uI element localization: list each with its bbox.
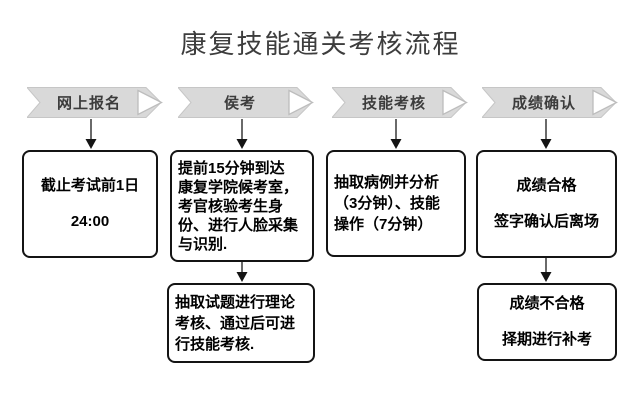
banner-skill-assessment: 技能考核: [332, 87, 472, 119]
box-waiting-room-checkin: 提前15分钟到达 康复学院候考室， 考官核验考生身 份、进行人脸采集 与识别.: [170, 150, 314, 262]
down-arrow-icon: [236, 262, 248, 282]
banner-label: 技能考核: [361, 95, 426, 112]
box-score-pass: 成绩合格 签字确认后离场: [476, 150, 617, 258]
chevron-banner-icon: [27, 87, 163, 118]
chevron-banner-icon: [178, 87, 314, 118]
chevron-tip-icon: [137, 89, 163, 116]
chevron-banner-icon: [332, 87, 468, 118]
page-title: 康复技能通关考核流程: [180, 30, 461, 59]
banner-waiting: 侯考: [178, 87, 318, 119]
down-arrow-icon: [236, 119, 248, 149]
chevron-tip-icon: [442, 89, 468, 116]
box-registration-deadline: 截止考试前1日 24:00: [22, 150, 158, 258]
chevron-tip-icon: [288, 89, 314, 116]
down-arrow-icon: [540, 258, 552, 282]
chevron-banner-icon: [482, 87, 618, 118]
banner-score-confirmation: 成绩确认: [482, 87, 622, 119]
down-arrow-icon: [390, 119, 402, 149]
banner-label: 网上报名: [56, 95, 121, 112]
banner-label: 侯考: [223, 95, 256, 112]
banner-label: 成绩确认: [511, 95, 576, 112]
down-arrow-icon: [540, 119, 552, 149]
box-theory-exam: 抽取试题进行理论 考核、通过后可进 行技能考核.: [167, 283, 315, 363]
box-skill-exam-content: 抽取病例并分析 （3分钟）、技能 操作（7分钟）: [326, 150, 466, 257]
chevron-tip-icon: [592, 89, 618, 116]
banner-online-registration: 网上报名: [27, 87, 167, 119]
down-arrow-icon: [85, 119, 97, 149]
box-score-fail: 成绩不合格 择期进行补考: [477, 283, 617, 361]
